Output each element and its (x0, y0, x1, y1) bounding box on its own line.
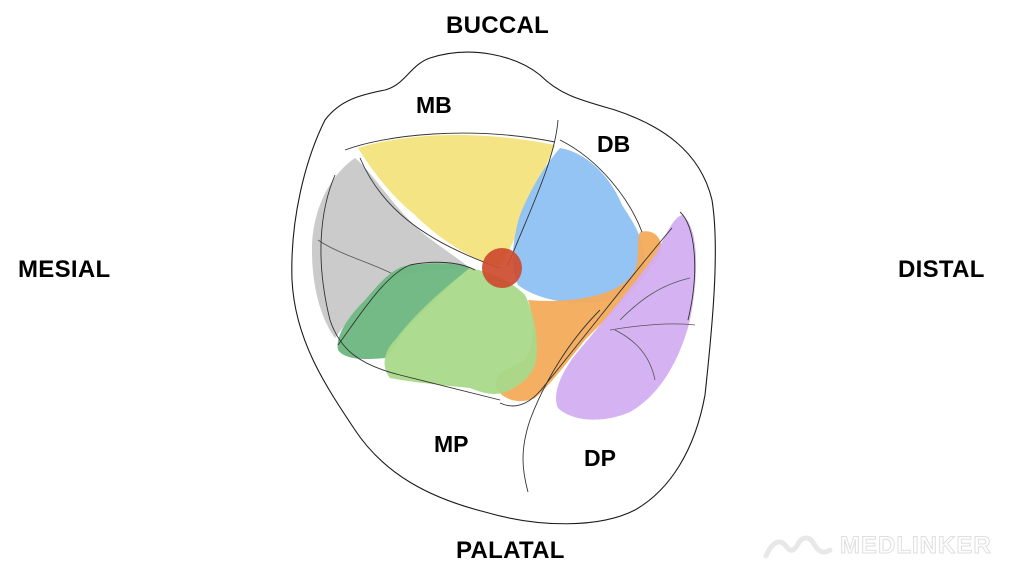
mp-cusp-region (384, 268, 537, 394)
palatal-label: PALATAL (456, 537, 565, 564)
distal-label: DISTAL (898, 256, 985, 283)
central-fossa-point (482, 248, 522, 288)
palatal-groove-line (522, 309, 601, 493)
buccal-label: BUCCAL (446, 12, 550, 39)
mesial-label: MESIAL (18, 256, 111, 283)
medlinker-watermark: MEDLINKER (762, 528, 992, 564)
dark-green-region (337, 263, 470, 360)
mesial-groove-line (359, 157, 501, 269)
buccal-groove-line (507, 119, 559, 266)
dp-cusp-region (555, 215, 697, 420)
mb-cusp-region (358, 134, 555, 266)
mp-cusp-label: MP (434, 431, 469, 457)
db-cusp-region (512, 148, 645, 303)
mb-cusp-label: MB (416, 92, 452, 118)
medlinker-logo-icon (763, 535, 833, 559)
medlinker-wordmark: MEDLINKER (840, 532, 992, 560)
tooth-outline (291, 51, 716, 525)
orange-ridge-region (495, 231, 662, 402)
dp-cusp-label: DP (584, 445, 616, 471)
distal-ridge-line (499, 227, 673, 407)
db-cusp-label: DB (597, 131, 631, 157)
mesial-grey-region (312, 158, 470, 338)
